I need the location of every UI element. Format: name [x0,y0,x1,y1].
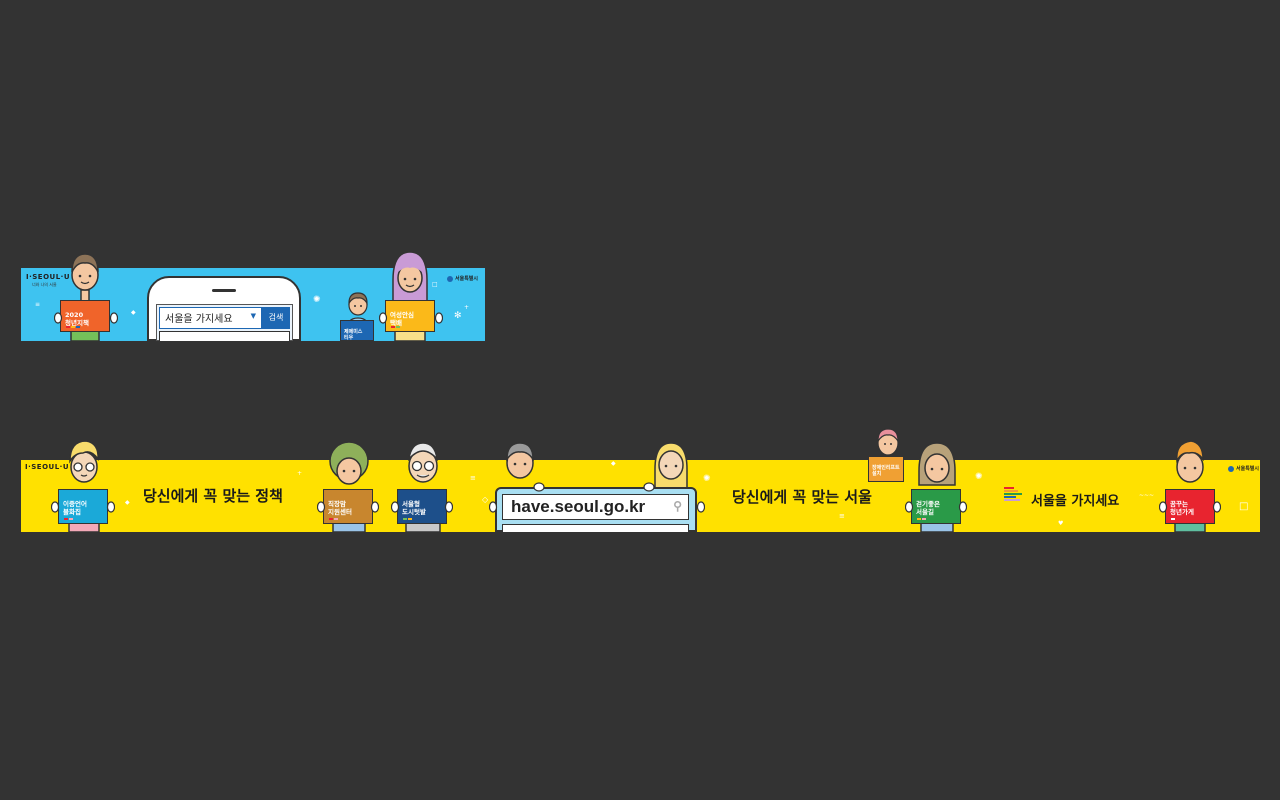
sparkle-icon: ≡ [35,301,41,308]
sparkle-icon: ◇ [482,495,489,504]
hands-icon [391,501,453,513]
policy-sign: 여성안심 택배 [385,300,435,332]
sparkle-icon: ✺ [703,474,711,484]
search-icon[interactable]: ⚲ [673,499,682,513]
brand-tagline: 너와 나의 서울 [32,282,57,287]
sparkle-icon: ≡ [839,512,845,520]
person-illustration [654,442,688,490]
sparkle-icon: ~~~ [1139,492,1155,499]
seoul-logo-icon [1228,465,1234,472]
brand-logo: I·SEOUL·U [26,273,71,281]
city-label: 서울특별시 [1228,465,1259,472]
slogan-policy: 당신에게 꼭 맞는 정책 [143,487,283,505]
colorful-bars-icon [1004,487,1022,501]
sparkle-icon: ≡ [470,474,476,482]
sparkle-icon: ◆ [611,460,616,467]
search-button[interactable]: 검색 [262,307,290,329]
brand-logo: I·SEOUL·U [25,463,70,471]
sparkle-icon: + [297,470,303,477]
policy-sign: 2020 청년지책 [60,300,110,332]
sparkle-icon: ◆ [125,499,130,506]
banner-bottom[interactable]: I·SEOUL·U 서울특별시 이중언어 블화집 당신에게 꼭 맞는 정책 직장… [21,427,1260,532]
banner-top[interactable]: I·SEOUL·U 너와 나의 서울 서울특별시 2020 청년지책 서울을 가… [21,250,485,341]
policy-sign: 꿈꾸는 청년가게 [1165,489,1215,524]
hands-icon [51,501,115,513]
sparkle-icon: ✺ [313,295,321,305]
chevron-down-icon: ▼ [250,312,256,320]
hands-icon [379,312,443,324]
sparkle-icon: □ [1239,501,1249,512]
sparkle-icon: ♥ [1058,520,1064,527]
policy-select[interactable]: 서울을 가지세요 ▼ [159,307,262,329]
person-illustration [506,442,534,479]
url-board-bottom [502,524,689,532]
seoul-logo-icon [447,275,453,282]
sparkle-icon: ✻ [454,311,462,321]
sparkle-icon: ◆ [131,309,136,316]
hands-icon [533,482,655,492]
hands-icon [1159,501,1221,513]
person-illustration [877,428,899,456]
url-input[interactable]: have.seoul.go.kr ⚲ [502,494,689,520]
hands-icon [317,501,379,513]
slogan-seoul: 당신에게 꼭 맞는 서울 [732,488,872,506]
have-seoul-text: 서울을 가지세요 [1031,494,1120,509]
phone-speaker [212,289,236,292]
hands-icon [54,312,118,324]
policy-sign: 제메미스 티우 [340,320,374,341]
city-label: 서울특별시 [447,275,478,282]
policy-sign: 직장맘 지원센터 [323,489,373,524]
hands-icon [905,501,967,513]
policy-sign: 장애인리프트 설치 [868,456,904,482]
sparkle-icon: + [464,304,470,311]
sparkle-icon: □ [432,281,438,288]
result-list [159,331,290,341]
hands-icon [489,501,705,513]
sparkle-icon: ✺ [975,472,983,482]
